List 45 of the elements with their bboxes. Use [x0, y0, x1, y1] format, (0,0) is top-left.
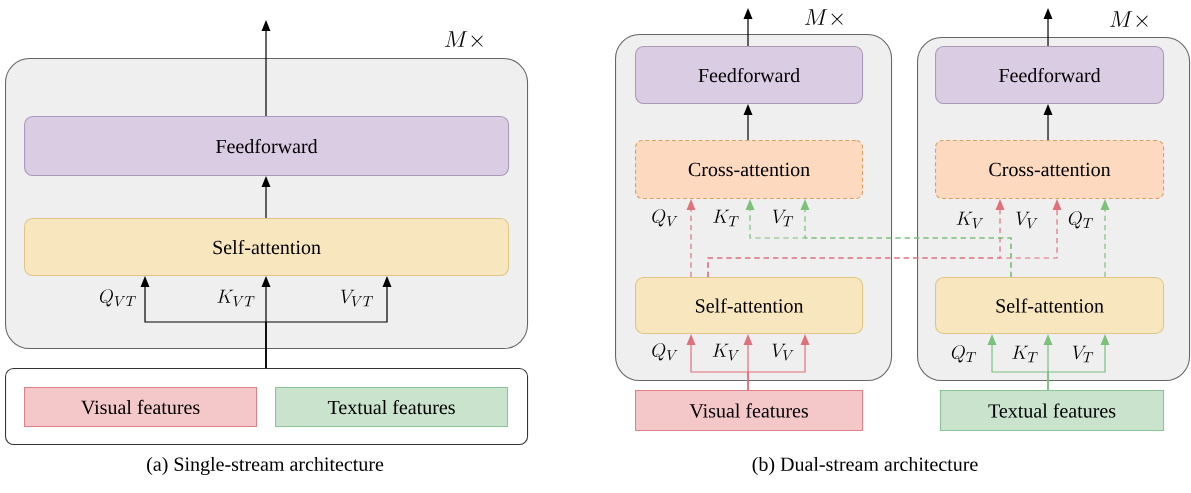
feedforward-box: Feedforward — [24, 116, 510, 177]
arrow — [747, 334, 810, 391]
edge-label: $K_V$ — [954, 210, 986, 230]
attention-box: Cross-attention — [635, 140, 864, 200]
arrow — [261, 20, 271, 117]
feature-box: Textual features — [940, 390, 1165, 432]
edge-label: $Q_{VT}$ — [97, 288, 139, 308]
arrow — [707, 199, 1062, 278]
edge-label: $V_V$ — [1014, 210, 1041, 230]
edge-label: $V_T$ — [1070, 344, 1096, 364]
edge-label: $V_{VT}$ — [338, 288, 376, 308]
arrow — [1043, 8, 1053, 47]
arrow — [1043, 104, 1053, 141]
edge-label: $V_T$ — [770, 208, 796, 228]
caption: (b) Dual-stream architecture — [752, 456, 978, 476]
repeat-label: $M\times$ — [1110, 11, 1148, 27]
arrow — [743, 104, 753, 141]
edge-label: $K_{VT}$ — [215, 288, 257, 308]
edge-label: $Q_T$ — [949, 344, 979, 364]
arrow — [743, 8, 753, 47]
feature-box: Visual features — [635, 390, 864, 432]
edge-label: $K_T$ — [711, 208, 741, 228]
arrow — [800, 199, 1012, 278]
arrow — [261, 176, 271, 219]
edge-label: $Q_T$ — [1066, 210, 1096, 230]
feature-box: Textual features — [275, 387, 509, 428]
feature-box: Visual features — [24, 387, 258, 428]
attention-box: Self-attention — [24, 218, 510, 277]
repeat-label: $M\times$ — [805, 9, 843, 25]
arrow — [1047, 334, 1110, 391]
edge-label: $Q_V$ — [650, 342, 680, 362]
arrow — [686, 199, 696, 278]
feedforward-box: Feedforward — [635, 46, 864, 105]
arrow — [1100, 199, 1110, 278]
arrow — [265, 276, 392, 369]
edge-label: $K_T$ — [1010, 344, 1040, 364]
caption: (a) Single-stream architecture — [147, 456, 384, 476]
repeat-label: $M\times$ — [445, 31, 483, 47]
edge-label: $Q_V$ — [650, 208, 680, 228]
attention-box: Cross-attention — [935, 140, 1165, 200]
attention-box: Self-attention — [635, 277, 864, 335]
feedforward-box: Feedforward — [935, 46, 1165, 105]
attention-box: Self-attention — [935, 277, 1165, 335]
edge-label: $K_V$ — [710, 342, 742, 362]
edge-label: $V_V$ — [770, 342, 797, 362]
